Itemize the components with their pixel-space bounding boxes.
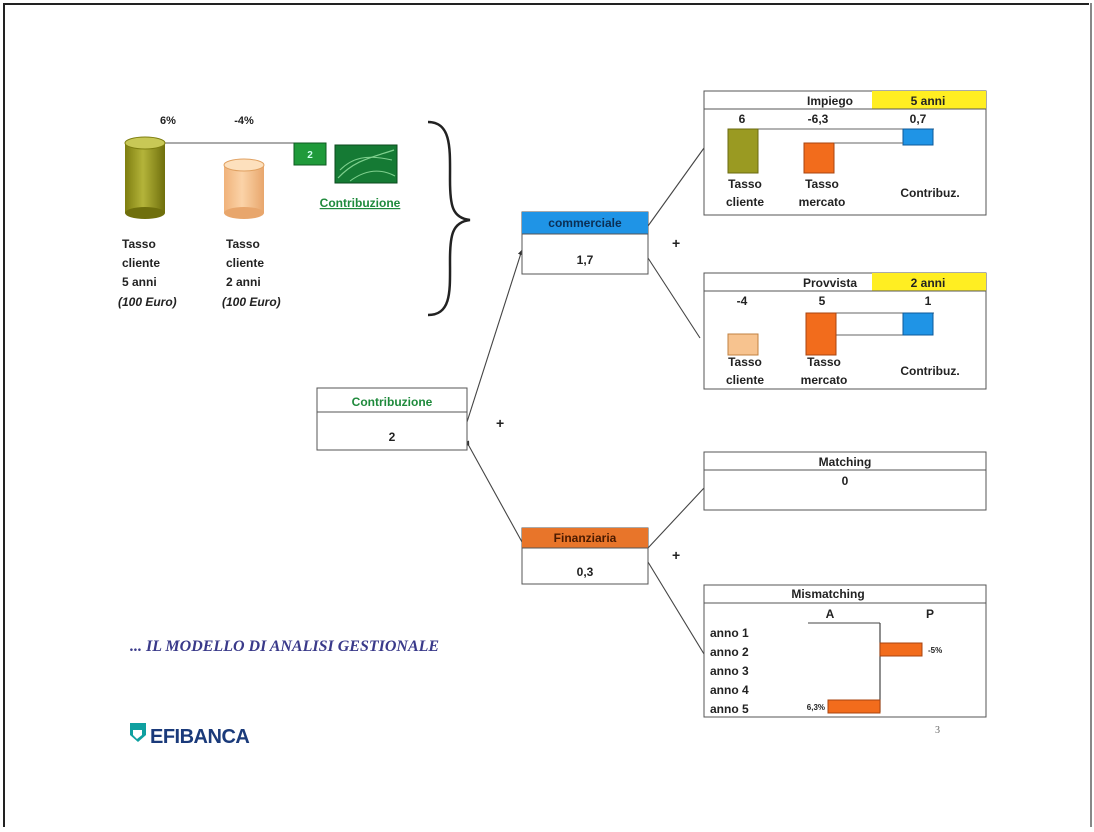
- svg-text:anno 5: anno 5: [710, 702, 749, 716]
- pattern-green-box: [334, 144, 398, 184]
- finanziaria-plus: +: [672, 547, 680, 563]
- pct-b-label: -4%: [234, 115, 254, 127]
- cylinder-b-icon: [223, 158, 265, 219]
- pct-a-label: 6%: [160, 115, 176, 127]
- provvista-bar-mercato: [805, 312, 837, 356]
- curly-brace: [427, 120, 471, 317]
- svg-text:Tasso: Tasso: [805, 177, 839, 191]
- svg-text:anno 4: anno 4: [710, 683, 749, 697]
- svg-text:cliente: cliente: [226, 256, 264, 270]
- provvista-value-3: 1: [925, 294, 932, 308]
- slide-frame: [3, 3, 1089, 827]
- root-title: Contribuzione: [352, 395, 433, 409]
- svg-text:Tasso: Tasso: [226, 237, 260, 251]
- svg-text:mercato: mercato: [801, 373, 848, 387]
- svg-text:(100 Euro): (100 Euro): [222, 295, 281, 309]
- mismatching-title: Mismatching: [791, 587, 864, 601]
- cylinder-a-icon: [124, 136, 166, 219]
- small-green-box: [293, 142, 327, 166]
- svg-text:2 anni: 2 anni: [226, 275, 261, 289]
- root-value: 2: [389, 430, 396, 444]
- mismatch-bar-anno5: [827, 699, 881, 714]
- matching-box: Matching 0: [703, 451, 987, 511]
- commerciale-title: commerciale: [548, 216, 622, 230]
- commerciale-value: 1,7: [577, 253, 594, 267]
- tree-connectors: [464, 147, 705, 655]
- impiego-value-3: 0,7: [910, 112, 927, 126]
- svg-text:Tasso: Tasso: [728, 177, 762, 191]
- finanziaria-value: 0,3: [577, 565, 594, 579]
- svg-text:anno 3: anno 3: [710, 664, 749, 678]
- svg-text:anno 2: anno 2: [710, 645, 749, 659]
- impiego-bar-contribuzione: [902, 128, 934, 146]
- mismatching-box: Mismatching A P anno 1 anno 2 anno 3 ann…: [703, 584, 987, 718]
- subtitle: ... IL MODELLO DI ANALISI GESTIONALE: [130, 638, 439, 655]
- provvista-box: Provvista 2 anni -4 5 1 Tasso cliente Ta…: [703, 272, 987, 390]
- root-box: Contribuzione 2: [316, 387, 468, 451]
- impiego-box: Impiego 5 anni 6 -6,3 0,7 Tasso cliente …: [703, 90, 987, 216]
- provvista-bar-contribuzione: [902, 312, 934, 336]
- cylinder-b-caption: Tasso cliente 2 anni (100 Euro): [222, 237, 281, 309]
- provvista-value-2: 5: [819, 294, 826, 308]
- top-left-illustration: 6% -4% 2 Contribuzione Tasso: [118, 115, 471, 317]
- matching-title: Matching: [819, 455, 872, 469]
- matching-value: 0: [842, 474, 849, 488]
- svg-text:Tasso: Tasso: [728, 355, 762, 369]
- slide-frame-right-edge: [1090, 3, 1092, 827]
- svg-text:cliente: cliente: [122, 256, 160, 270]
- svg-text:anno 1: anno 1: [710, 626, 749, 640]
- efibanca-logo: EFIBANCA: [130, 723, 250, 748]
- provvista-value-1: -4: [737, 294, 748, 308]
- mismatch-bar-anno5-label: 6,3%: [807, 703, 825, 712]
- impiego-bar-cliente: [727, 128, 759, 174]
- root-plus: +: [496, 415, 504, 431]
- logo-text: EFIBANCA: [150, 726, 249, 748]
- mismatching-col-p: P: [926, 607, 934, 621]
- svg-text:5 anni: 5 anni: [122, 275, 157, 289]
- provvista-bar-cliente: [727, 333, 759, 356]
- svg-text:Contribuz.: Contribuz.: [900, 364, 959, 378]
- commerciale-plus: +: [672, 235, 680, 251]
- svg-text:mercato: mercato: [799, 195, 846, 209]
- impiego-bar-mercato: [803, 142, 835, 174]
- svg-text:(100 Euro): (100 Euro): [118, 295, 177, 309]
- provvista-title: Provvista: [803, 276, 857, 290]
- svg-text:Contribuz.: Contribuz.: [900, 186, 959, 200]
- svg-text:Tasso: Tasso: [122, 237, 156, 251]
- mismatching-col-a: A: [826, 607, 835, 621]
- contribuzione-green-label: Contribuzione: [320, 196, 401, 210]
- commerciale-box: commerciale 1,7: [521, 211, 649, 275]
- svg-text:Tasso: Tasso: [807, 355, 841, 369]
- small-box-value: 2: [307, 150, 313, 161]
- svg-text:cliente: cliente: [726, 373, 764, 387]
- impiego-tag: 5 anni: [911, 94, 946, 108]
- impiego-title: Impiego: [807, 94, 853, 108]
- cylinder-a-caption: Tasso cliente 5 anni (100 Euro): [118, 237, 177, 309]
- mismatch-bar-anno2: [879, 642, 923, 657]
- finanziaria-box: Finanziaria 0,3: [521, 527, 649, 585]
- mismatch-bar-anno2-label: -5%: [928, 646, 942, 655]
- svg-text:cliente: cliente: [726, 195, 764, 209]
- page-number: 3: [935, 725, 940, 736]
- impiego-value-2: -6,3: [808, 112, 829, 126]
- provvista-tag: 2 anni: [911, 276, 946, 290]
- impiego-value-1: 6: [739, 112, 746, 126]
- finanziaria-title: Finanziaria: [554, 531, 617, 545]
